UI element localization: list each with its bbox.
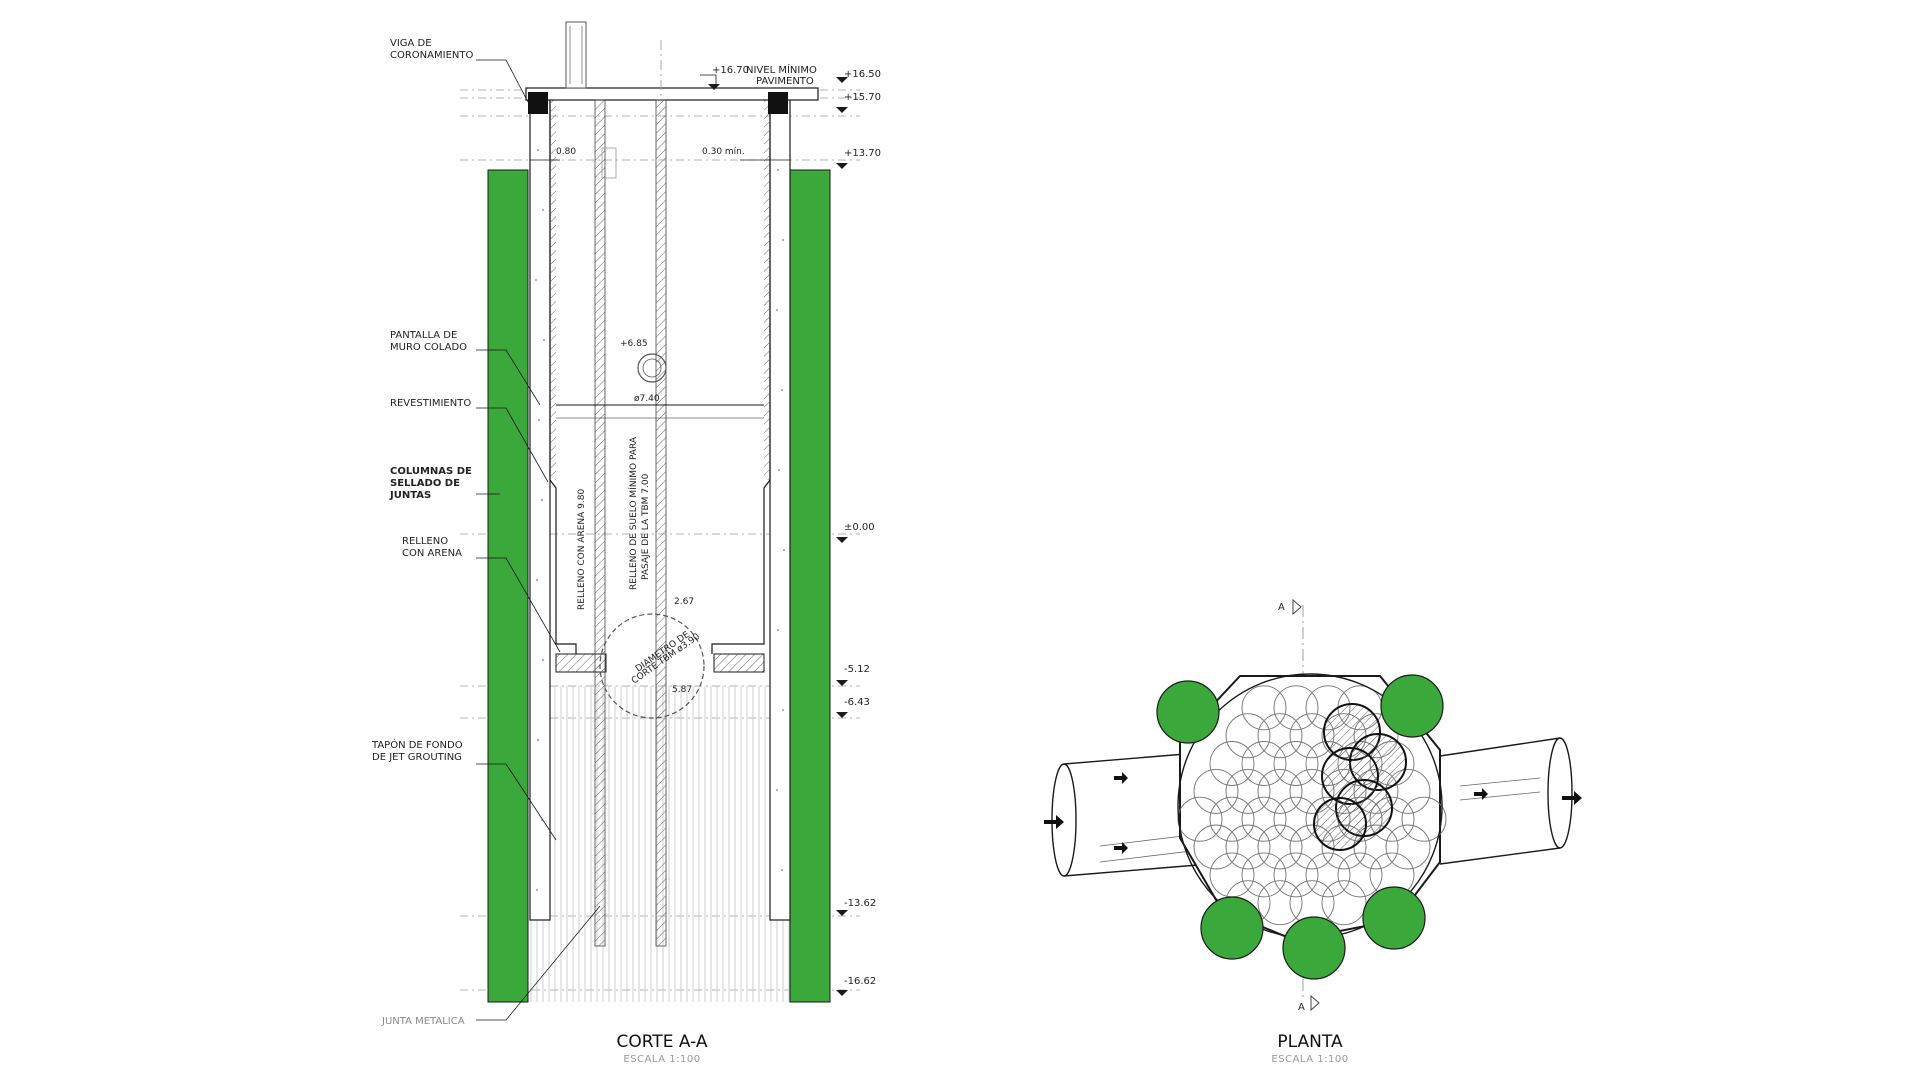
label-pantalla-1: PANTALLA DE [390, 330, 457, 341]
jet-grouting-column [1385, 824, 1431, 870]
jet-grouting-column [1241, 796, 1287, 842]
jet-grouting-column [1321, 880, 1367, 926]
level-1: +16.50 [844, 69, 881, 80]
jet-grouting-column [1193, 768, 1239, 814]
tbm-crossing-columns [1313, 703, 1407, 851]
dim-gap-right: 0.30 mín. [702, 147, 745, 157]
label-nivel-2: PAVIMENTO [756, 76, 814, 87]
bottom-slab-left [555, 653, 607, 673]
dim-tbm-top: 2.67 [674, 597, 694, 607]
capping-beam-block-right [768, 92, 788, 114]
jet-grouting-column [1209, 796, 1255, 842]
dim-wall-left: 0.80 [556, 147, 576, 157]
green-column-2 [1380, 674, 1444, 738]
plan-title: PLANTA [1277, 1032, 1343, 1052]
label-columnas-1: COLUMNAS DE [390, 466, 472, 477]
lining-right [711, 98, 771, 654]
jet-grouting-column [1225, 824, 1271, 870]
level-2: +15.70 [844, 92, 881, 103]
jet-grouting-column [1273, 685, 1319, 731]
label-nivel-1: NIVEL MÍNIMO [746, 63, 817, 76]
jet-grouting-column [1241, 852, 1287, 898]
section-scale: ESCALA 1:100 [623, 1054, 700, 1065]
sealing-column-left [487, 169, 529, 1003]
diaphragm-wall-left [529, 97, 551, 921]
label-columnas-2: SELLADO DE [390, 478, 460, 489]
jet-grouting-column [1225, 713, 1271, 759]
level-8: -16.62 [844, 976, 876, 987]
level-4: ±0.00 [844, 522, 875, 533]
jet-grouting-column [1257, 824, 1303, 870]
plan-scale: ESCALA 1:100 [1271, 1054, 1348, 1065]
green-column-1 [1156, 680, 1220, 744]
level-markers [708, 77, 848, 996]
guide-rail-right [655, 99, 667, 947]
level-7: -13.62 [844, 898, 876, 909]
capping-beam [525, 87, 819, 101]
diaphragm-wall-right [769, 97, 791, 921]
level-6: -6.43 [844, 697, 870, 708]
green-column-5 [1362, 886, 1426, 950]
section-title: CORTE A-A [616, 1032, 707, 1052]
label-viga-2: CORONAMIENTO [390, 50, 473, 61]
green-column-3 [1200, 896, 1264, 960]
tbm-cut-circle [599, 613, 705, 719]
label-pantalla-2: MURO COLADO [390, 342, 467, 353]
jet-grouting-column [1209, 741, 1255, 786]
jet-grouting-column [1257, 768, 1303, 814]
label-columnas-3: JUNTAS [389, 490, 431, 501]
plan-view: A A [1044, 598, 1582, 1065]
leader-lines [476, 59, 717, 1021]
jet-grouting-column [1273, 852, 1319, 898]
flow-arrows [1044, 772, 1582, 854]
tunnel-right [1439, 737, 1573, 865]
jet-grouting-column [1241, 685, 1287, 731]
section-view: VIGA DE CORONAMIENTO PANTALLA DE MURO CO… [371, 21, 881, 1065]
wall-concrete-dots [535, 149, 785, 891]
dim-tbm-bottom: 5.87 [672, 685, 692, 695]
access-hatch [565, 21, 587, 89]
bottom-slab-right [713, 653, 765, 673]
jet-grouting-column [1337, 852, 1383, 898]
level-3: +13.70 [844, 148, 881, 159]
dim-pipe-level: +6.85 [620, 339, 648, 349]
jet-grouting-column [1241, 741, 1287, 786]
vtext-suelo-2: PASAJE DE LA TBM 7.00 [641, 473, 651, 580]
jet-grouting-column [1225, 768, 1271, 814]
level-5: -5.12 [844, 664, 870, 675]
jet-grouting-column [1401, 796, 1447, 842]
label-tapon-1: TAPÓN DE FONDO [371, 738, 463, 751]
level-top: +16.70 [712, 65, 749, 76]
vtext-suelo-1: RELLENO DE SUELO MÍNIMO PARA [627, 436, 639, 590]
pipe-opening [637, 353, 667, 383]
label-tapon-2: DE JET GROUTING [372, 752, 462, 763]
label-relleno-2: CON ARENA [402, 548, 462, 559]
vtext-arena: RELLENO CON ARENA 9.80 [577, 489, 587, 610]
label-junta: JUNTA METALICA [381, 1016, 465, 1027]
guide-rail-left [594, 99, 606, 947]
dim-inner-diameter: ø7.40 [634, 394, 660, 404]
section-marker-top: A [1278, 602, 1285, 613]
green-columns [1156, 674, 1444, 980]
jet-grouting-column [1257, 713, 1303, 759]
jet-grouting-column [1273, 741, 1319, 786]
jet-grouting-column [1305, 852, 1351, 898]
section-marker-bottom: A [1298, 1002, 1305, 1013]
label-relleno-1: RELLENO [402, 536, 448, 547]
jet-grouting-column [1257, 880, 1303, 926]
label-revestimiento: REVESTIMIENTO [390, 398, 471, 409]
label-viga-1: VIGA DE [390, 38, 432, 49]
green-column-4 [1282, 916, 1346, 980]
jet-grouting-column [1193, 824, 1239, 870]
tunnel-left [1051, 751, 1211, 878]
capping-beam-block-left [528, 92, 548, 114]
sealing-column-right [789, 169, 831, 1003]
